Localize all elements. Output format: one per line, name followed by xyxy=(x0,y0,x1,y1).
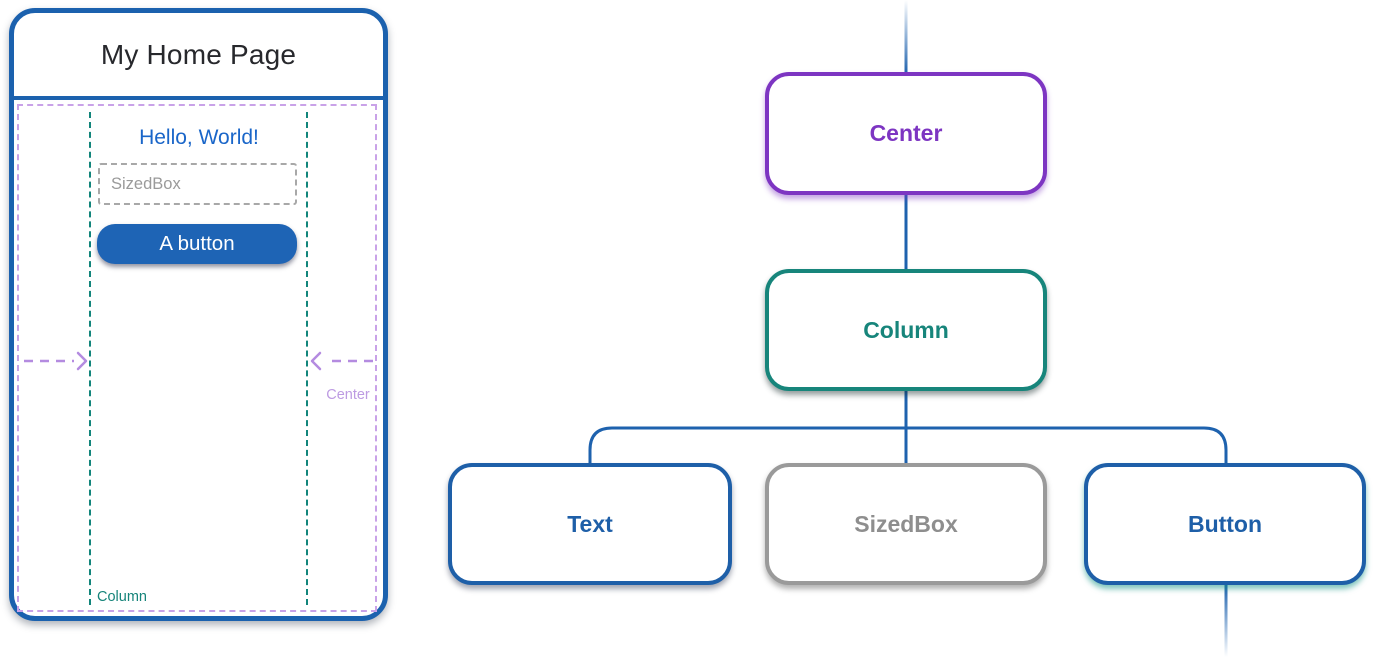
app-bar-title: My Home Page xyxy=(100,38,297,70)
column-guide-right xyxy=(306,112,308,605)
center-guide-caption: Center xyxy=(326,387,370,403)
column-guide-left xyxy=(89,112,91,605)
tree-node-button-label: Button xyxy=(1187,510,1263,537)
tree-node-center-label: Center xyxy=(869,120,943,146)
phone-mockup: My Home Page xyxy=(9,8,388,621)
tree-node-text-label: Text xyxy=(567,510,613,537)
tree-node-button: Button xyxy=(1084,463,1366,585)
sizedbox-outline-label: SizedBox xyxy=(111,174,181,193)
tree-node-column: Column xyxy=(765,269,1047,391)
connector-branch-bar xyxy=(588,426,1228,465)
tree-node-center: Center xyxy=(765,72,1047,195)
tree-node-text: Text xyxy=(448,463,732,585)
center-widget-outline xyxy=(17,104,377,612)
tree-node-sizedbox-label: SizedBox xyxy=(854,510,958,537)
column-guide-caption: Column xyxy=(97,589,147,605)
tree-node-sizedbox: SizedBox xyxy=(765,463,1047,585)
app-bar: My Home Page xyxy=(14,13,383,100)
a-button: A button xyxy=(97,224,297,264)
hello-world-text: Hello, World! xyxy=(139,126,259,149)
sizedbox-outline: SizedBox xyxy=(98,163,297,205)
tree-node-column-label: Column xyxy=(863,316,949,343)
